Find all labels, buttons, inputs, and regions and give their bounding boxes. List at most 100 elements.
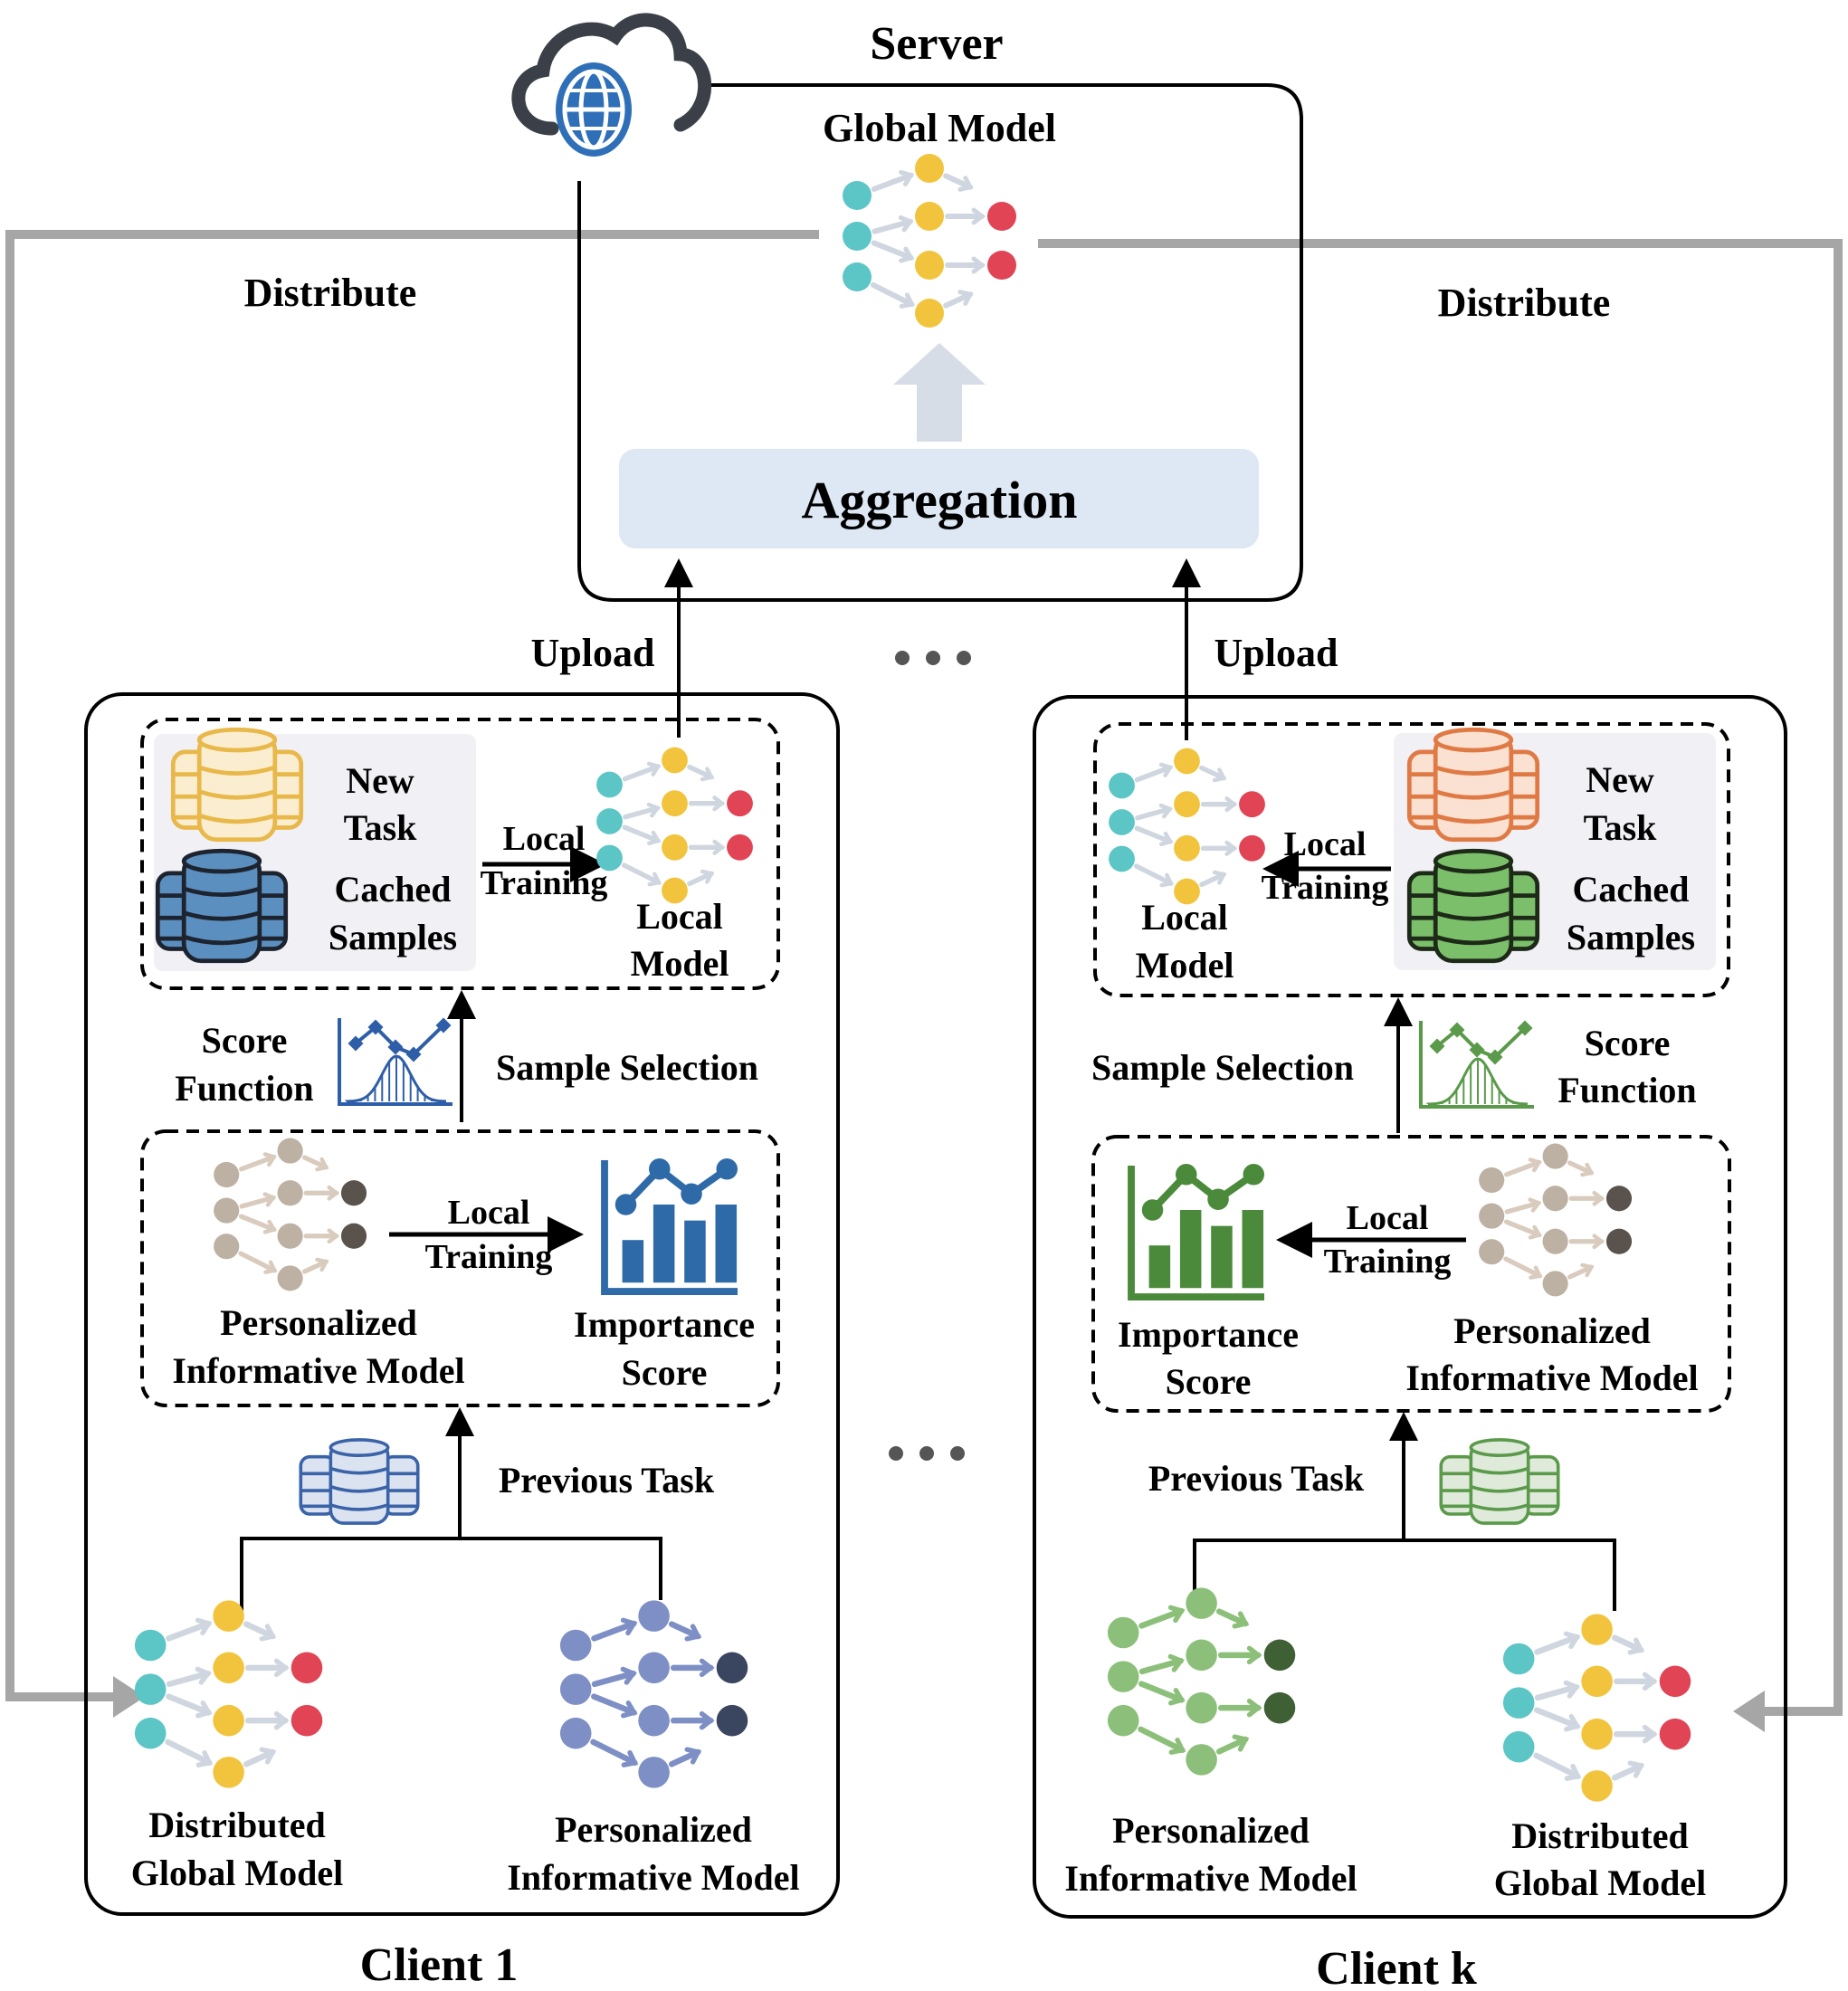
nn-edge-arrow — [1563, 1631, 1581, 1650]
local-model-label-2: Model — [1136, 945, 1234, 986]
distribute-flow-right — [1038, 239, 1843, 1732]
nn-edge — [622, 824, 661, 843]
db-band — [183, 910, 261, 921]
nn-edge-arrow — [327, 1185, 340, 1201]
nn-input-node — [1479, 1239, 1505, 1265]
distribute-label-left: Distribute — [244, 271, 417, 315]
score-function-label-2: Function — [1557, 1070, 1696, 1110]
chart-point — [1176, 1164, 1197, 1186]
nn-edge-arrow — [1627, 1637, 1645, 1655]
db-band — [1470, 1466, 1529, 1475]
nn-hidden-node — [662, 877, 688, 904]
chart-point — [614, 1194, 637, 1215]
local-model-icon — [596, 747, 753, 904]
nn-edge-arrow — [1563, 1680, 1580, 1699]
nn-edge-arrow — [1627, 1760, 1645, 1778]
previous-task-label: Previous Task — [1148, 1458, 1365, 1499]
db-top — [329, 1438, 390, 1458]
cloud-outline — [511, 13, 712, 136]
nn-edge-arrow — [1564, 1714, 1581, 1732]
nn-edge — [1138, 1726, 1186, 1754]
nn-edge-arrow — [1528, 1224, 1542, 1240]
chart-point — [1141, 1199, 1164, 1221]
nn-hidden-node — [1581, 1718, 1613, 1750]
global-model-label: Global Model — [823, 106, 1056, 150]
chart-axes — [1419, 1021, 1534, 1109]
nn-input-node — [1107, 1616, 1139, 1649]
nn-edge-arrow — [971, 256, 986, 274]
nn-edge-arrow — [684, 1747, 702, 1765]
nn-edge — [870, 281, 915, 308]
nn-hidden-node — [662, 790, 688, 817]
nn-output-node — [987, 251, 1016, 280]
nn-hidden-node — [1186, 1639, 1217, 1672]
nn-edge-arrow — [1642, 1672, 1658, 1691]
nn-edge-arrow — [315, 1257, 329, 1272]
chart-line — [1149, 1169, 1256, 1213]
nn-input-node — [559, 1717, 592, 1749]
nn-hidden-node — [213, 1757, 244, 1788]
db-top — [1469, 1438, 1530, 1458]
nn-edge-arrow — [621, 1749, 639, 1767]
client-1-scoring-group — [140, 1129, 780, 1407]
nn-edge — [239, 1154, 277, 1172]
nn-edge-arrow — [699, 1710, 715, 1730]
nn-edge — [1504, 1200, 1541, 1215]
db-band — [1434, 813, 1512, 824]
importance-score-label: Importance — [1118, 1314, 1299, 1355]
cached-samples-label: Cached — [335, 869, 452, 910]
chart-bar — [653, 1205, 675, 1283]
aggregation-up-arrow — [893, 343, 986, 442]
db-top — [1433, 848, 1514, 874]
nn-edge-arrow — [195, 1666, 212, 1685]
db-band — [183, 886, 261, 898]
nn-edge-arrow — [1246, 1698, 1262, 1718]
nn-hidden-node — [1542, 1271, 1568, 1297]
nn-edge — [1503, 1256, 1542, 1279]
nn-input-node — [559, 1629, 592, 1662]
personalized-model-label: Personalized — [1453, 1310, 1651, 1351]
nn-edge-arrow — [1232, 1611, 1250, 1629]
bottom-personalized-model-label: Personalized — [1112, 1810, 1310, 1851]
distribute-label-right: Distribute — [1438, 281, 1611, 325]
chart-line — [623, 1164, 729, 1207]
nn-edge — [1134, 825, 1173, 844]
nn-hidden-node — [1542, 1143, 1568, 1169]
nn-input-node — [559, 1673, 592, 1705]
nn-edge-arrow — [1592, 1190, 1605, 1206]
cached-samples-label-2: Samples — [329, 917, 457, 957]
nn-input-node — [1502, 1643, 1535, 1675]
nn-edge — [591, 1670, 636, 1688]
nn-hidden-node — [213, 1652, 244, 1684]
nn-edge-arrow — [1167, 1653, 1185, 1672]
client-k-panel: Local Model Local Training New Task Cach… — [1033, 695, 1787, 1919]
previous-task-database-icon — [299, 1438, 420, 1525]
local-training-label-2: Training — [1262, 869, 1389, 907]
nn-input-node — [1109, 845, 1135, 872]
nn-edge-arrow — [971, 207, 986, 225]
nn-edge-arrow — [620, 1666, 637, 1685]
nn-edge — [591, 1693, 637, 1716]
nn-edge — [943, 173, 974, 190]
db-band — [1434, 910, 1512, 921]
local-model-label: Local — [1141, 897, 1228, 938]
db-band — [1434, 886, 1512, 898]
nn-edge-arrow — [262, 1152, 277, 1167]
nn-hidden-node — [277, 1180, 303, 1206]
nn-hidden-node — [1542, 1228, 1568, 1254]
personalized-informative-model-icon — [214, 1138, 367, 1291]
chart-point — [681, 1183, 702, 1205]
nn-hidden-node — [638, 1600, 670, 1632]
nn-edge-arrow — [647, 872, 662, 887]
bottom-personalized-model-label-2: Informative Model — [507, 1857, 799, 1898]
nn-edge — [687, 871, 714, 887]
nn-edge-arrow — [700, 869, 715, 884]
nn-input-node — [1502, 1687, 1535, 1719]
client-1-panel: New Task Cached Samples Local Training L… — [84, 692, 840, 1916]
local-model-icon — [1109, 748, 1265, 905]
nn-edge — [871, 240, 914, 261]
bottom-personalized-model-icon — [1107, 1587, 1296, 1776]
cached-samples-database-icon — [1406, 848, 1540, 964]
nn-hidden-node — [277, 1265, 303, 1291]
nn-hidden-node — [915, 202, 944, 231]
